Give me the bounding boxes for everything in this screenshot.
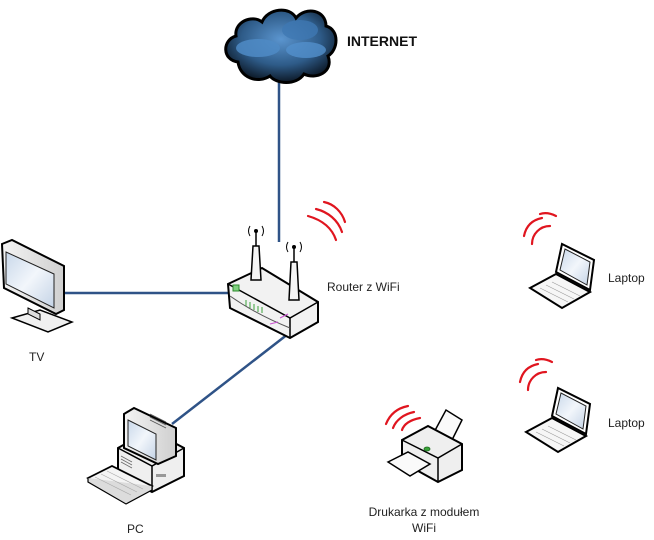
laptop2-label: Laptop [608, 416, 645, 430]
laptop1-label: Laptop [608, 271, 645, 285]
pc-label: PC [127, 522, 144, 536]
wifi-signal-icon [522, 212, 558, 246]
printer-label-line1: Drukarka z modułem [369, 505, 480, 519]
link-pc-router [171, 333, 289, 425]
wifi-signal-icon [518, 358, 554, 392]
connections [64, 72, 289, 425]
monitor-icon[interactable] [0, 238, 75, 333]
cloud-icon [224, 8, 338, 84]
laptop-icon[interactable] [524, 386, 592, 454]
wifi-signal-icon [306, 200, 347, 242]
wifi-router-icon[interactable] [226, 225, 319, 340]
wifi-signal-icon [384, 404, 422, 432]
printer-label-line2: WiFi [412, 521, 436, 535]
laptop-icon[interactable] [528, 242, 596, 310]
desktop-pc-icon[interactable] [86, 406, 185, 505]
printer-icon[interactable] [386, 408, 463, 484]
router-label: Router z WiFi [327, 280, 400, 294]
internet-label: INTERNET [347, 33, 417, 49]
tv-label: TV [29, 350, 44, 364]
